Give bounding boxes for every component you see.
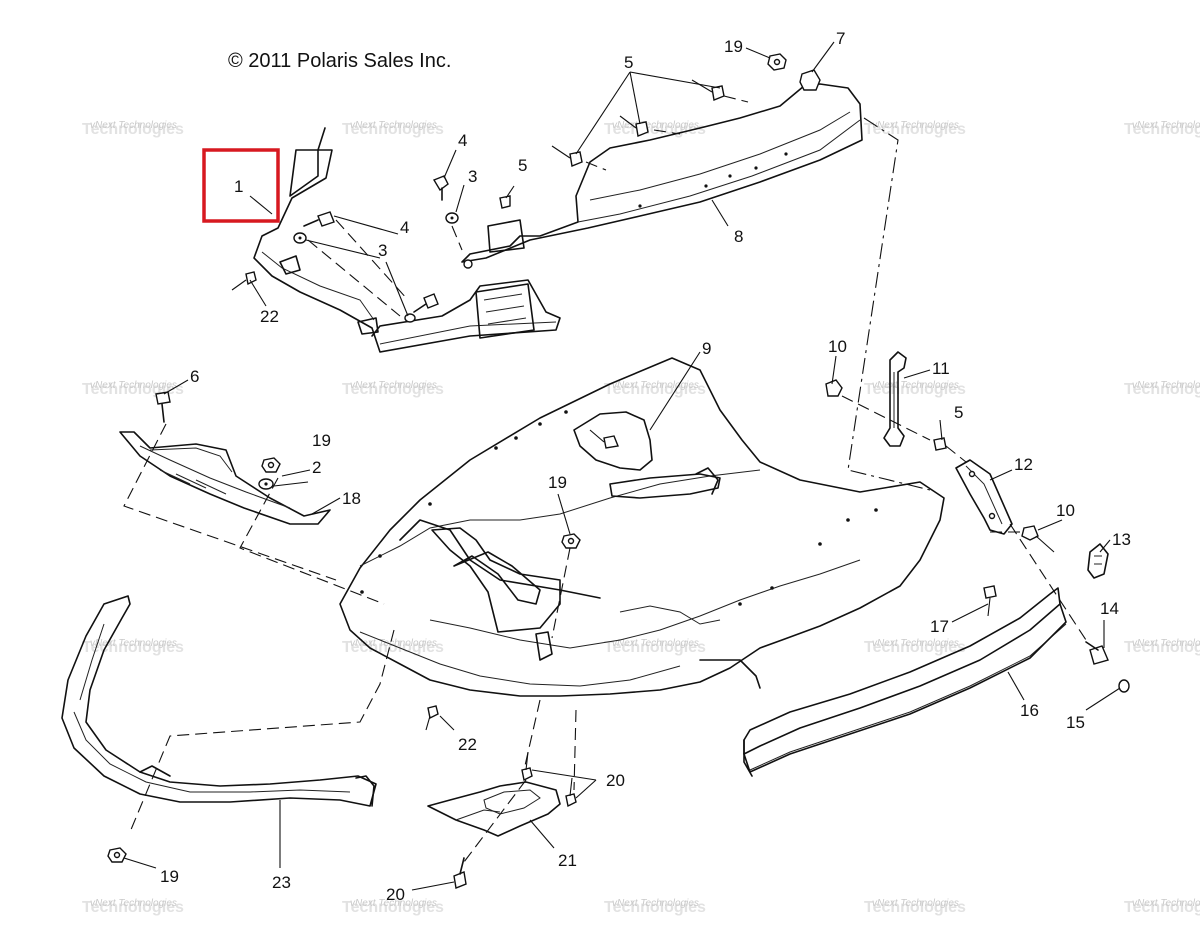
watermark-text: vNext Technologies bbox=[350, 638, 437, 649]
watermark-text: vNext Technologies bbox=[872, 898, 959, 909]
part-1-bracket bbox=[253, 127, 561, 353]
callout-9[interactable]: 9 bbox=[702, 339, 711, 358]
hardware bbox=[107, 53, 1130, 889]
watermark-logo-text: Technologies bbox=[1124, 121, 1200, 138]
watermark-logo-text: Technologies bbox=[342, 639, 444, 656]
callout-11[interactable]: 11 bbox=[932, 359, 950, 378]
watermark-logo-text: Technologies bbox=[342, 899, 444, 916]
watermark-text: vNext Technologies bbox=[350, 898, 437, 909]
callout-8[interactable]: 8 bbox=[734, 227, 743, 246]
callout-12[interactable]: 12 bbox=[1014, 455, 1033, 474]
watermark-text: vNext Technologies bbox=[1132, 120, 1200, 131]
watermark-logo-text: Technologies bbox=[604, 899, 706, 916]
callout-19[interactable]: 19 bbox=[548, 473, 567, 492]
watermark-text: vNext Technologies bbox=[90, 380, 177, 391]
callout-19[interactable]: 19 bbox=[312, 431, 331, 450]
highlight-box-part-1 bbox=[202, 148, 280, 223]
watermark-logo-text: Technologies bbox=[604, 381, 706, 398]
watermark-logo-text: Technologies bbox=[82, 899, 184, 916]
callout-3[interactable]: 3 bbox=[468, 167, 477, 186]
watermark-text: vNext Technologies bbox=[350, 380, 437, 391]
part-21-plate bbox=[427, 781, 561, 837]
callout-6[interactable]: 6 bbox=[190, 367, 199, 386]
watermark-text: vNext Technologies bbox=[1132, 638, 1200, 649]
callouts: 1 2 3 3 4 4 5 5 5 6 7 8 9 10 10 11 12 13… bbox=[160, 29, 1131, 904]
callout-15[interactable]: 15 bbox=[1066, 713, 1085, 732]
watermark-logo-text: Technologies bbox=[342, 121, 444, 138]
callout-10[interactable]: 10 bbox=[1056, 501, 1075, 520]
watermark-logo-text: Technologies bbox=[82, 121, 184, 138]
callout-14[interactable]: 14 bbox=[1100, 599, 1119, 618]
hood-body bbox=[339, 357, 945, 697]
part-18-deflector bbox=[119, 431, 331, 525]
callout-20[interactable]: 20 bbox=[606, 771, 625, 790]
watermark-text: vNext Technologies bbox=[90, 638, 177, 649]
watermark-logo-text: Technologies bbox=[604, 121, 706, 138]
assembly-lines bbox=[123, 95, 1087, 863]
callout-5[interactable]: 5 bbox=[624, 53, 633, 72]
callout-2[interactable]: 2 bbox=[312, 458, 321, 477]
watermark-logo-text: Technologies bbox=[1124, 899, 1200, 916]
callout-10[interactable]: 10 bbox=[828, 337, 847, 356]
part-16-bumper-bar bbox=[743, 587, 1067, 777]
callout-21[interactable]: 21 bbox=[558, 851, 577, 870]
watermark-text: vNext Technologies bbox=[90, 120, 177, 131]
watermark-text: vNext Technologies bbox=[612, 120, 699, 131]
callout-3[interactable]: 3 bbox=[378, 241, 387, 260]
watermark-text: vNext Technologies bbox=[1132, 898, 1200, 909]
watermark-logo-text: Technologies bbox=[342, 381, 444, 398]
callout-7[interactable]: 7 bbox=[836, 29, 845, 48]
callout-13[interactable]: 13 bbox=[1112, 530, 1131, 549]
callout-5[interactable]: 5 bbox=[954, 403, 963, 422]
callout-4[interactable]: 4 bbox=[458, 131, 467, 150]
callout-5[interactable]: 5 bbox=[518, 156, 527, 175]
callout-19[interactable]: 19 bbox=[160, 867, 179, 886]
callout-4[interactable]: 4 bbox=[400, 218, 409, 237]
watermark-text: vNext Technologies bbox=[872, 120, 959, 131]
callout-16[interactable]: 16 bbox=[1020, 701, 1039, 720]
copyright-text: © 2011 Polaris Sales Inc. bbox=[228, 50, 451, 72]
watermark-logo-text: Technologies bbox=[864, 899, 966, 916]
watermark-text: vNext Technologies bbox=[612, 898, 699, 909]
watermark-logo-text: Technologies bbox=[864, 121, 966, 138]
watermark-text: vNext Technologies bbox=[872, 380, 959, 391]
watermark-text: vNext Technologies bbox=[90, 898, 177, 909]
part-13-clip bbox=[1087, 543, 1109, 579]
watermark-logo-text: Technologies bbox=[1124, 639, 1200, 656]
watermark-text: vNext Technologies bbox=[612, 638, 699, 649]
watermark-text: vNext Technologies bbox=[612, 380, 699, 391]
part-11-link bbox=[883, 351, 907, 447]
leader-lines bbox=[123, 41, 1121, 891]
callout-1[interactable]: 1 bbox=[234, 177, 243, 196]
part-23-lower-bumper bbox=[61, 595, 377, 807]
part-12-bracket bbox=[955, 459, 1013, 535]
callout-18[interactable]: 18 bbox=[342, 489, 361, 508]
watermark-text: vNext Technologies bbox=[1132, 380, 1200, 391]
watermark-logo-text: Technologies bbox=[864, 639, 966, 656]
watermark-text: vNext Technologies bbox=[872, 638, 959, 649]
watermark-logo-text: Technologies bbox=[1124, 381, 1200, 398]
callout-17[interactable]: 17 bbox=[930, 617, 949, 636]
part-8-upper-bar bbox=[461, 83, 863, 269]
callout-23[interactable]: 23 bbox=[272, 873, 291, 892]
callout-22[interactable]: 22 bbox=[260, 307, 279, 326]
watermark-logo-text: Technologies bbox=[604, 639, 706, 656]
callout-20[interactable]: 20 bbox=[386, 885, 405, 904]
watermark-text: vNext Technologies bbox=[350, 120, 437, 131]
callout-19[interactable]: 19 bbox=[724, 37, 743, 56]
callout-22[interactable]: 22 bbox=[458, 735, 477, 754]
